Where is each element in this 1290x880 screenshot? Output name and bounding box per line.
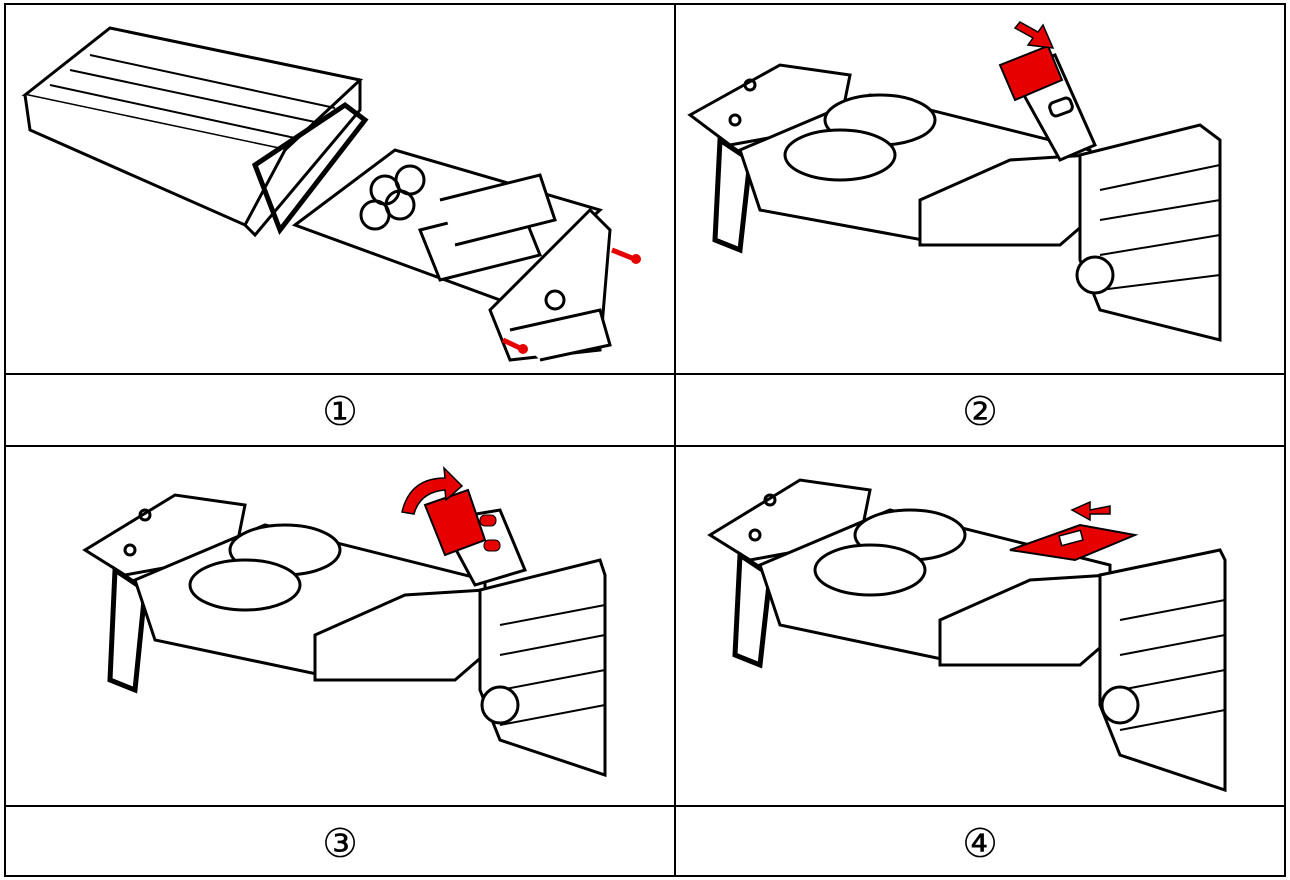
- sim-holder-highlight: [998, 44, 1064, 102]
- table-frame: [4, 3, 1286, 877]
- arrow-icon: [1070, 500, 1111, 522]
- step-3-label: ③: [322, 821, 358, 867]
- arrow-icon: [1013, 21, 1055, 49]
- sim-holder-highlight: [1009, 523, 1139, 562]
- step-4-label: ④: [962, 821, 998, 867]
- step-1-label: ①: [322, 389, 358, 435]
- step-4-illustration: [707, 478, 1227, 793]
- step-2-illustration: [687, 53, 1222, 342]
- step-2-label: ②: [962, 389, 998, 435]
- step-1-illustration: [21, 26, 612, 362]
- step-3-illustration: [82, 493, 607, 778]
- curved-arrow-icon: [401, 465, 464, 515]
- screw-icons: [501, 247, 641, 354]
- sim-holder-highlight: [423, 488, 501, 557]
